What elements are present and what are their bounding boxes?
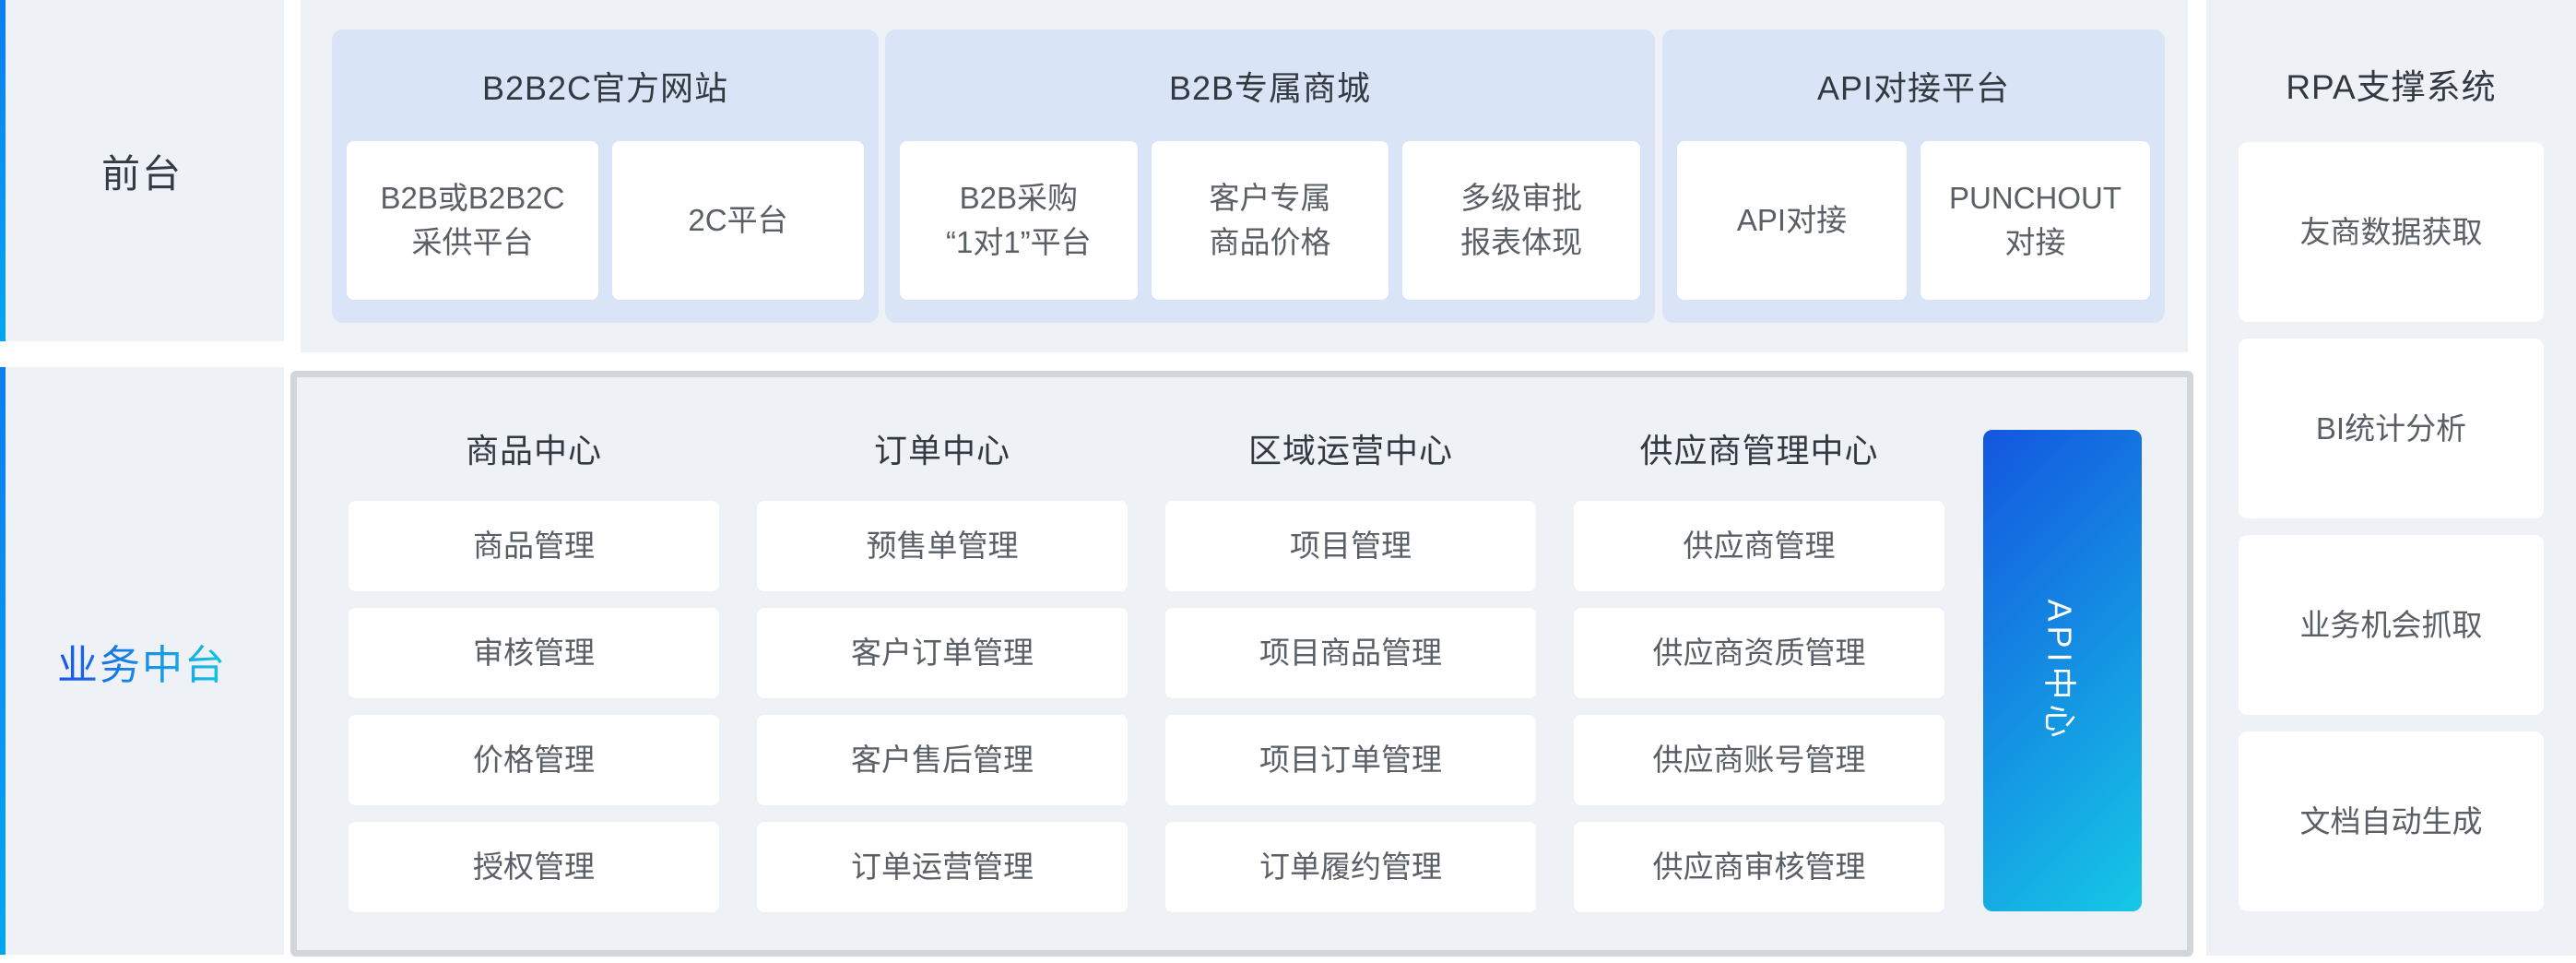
card-price-management: 价格管理 xyxy=(349,715,719,805)
card-api-connect: API对接 xyxy=(1677,141,1907,300)
group-api-platform: API对接平台 API对接 PUNCHOUT 对接 xyxy=(1662,30,2165,323)
column-supplier-management-center: 供应商管理中心 供应商管理 供应商资质管理 供应商账号管理 供应商审核管理 xyxy=(1574,377,1944,950)
card-product-management: 商品管理 xyxy=(349,501,719,591)
card-document-auto-generation: 文档自动生成 xyxy=(2239,731,2544,911)
card-supplier-management: 供应商管理 xyxy=(1574,501,1944,591)
card-customer-aftersale-management: 客户售后管理 xyxy=(757,715,1128,805)
group-title-b2b-mall: B2B专属商城 xyxy=(1168,68,1372,107)
card-order-operation-management: 订单运营管理 xyxy=(757,822,1128,912)
card-multilevel-approval-report: 多级审批 报表体现 xyxy=(1402,141,1641,300)
column-order-center: 订单中心 预售单管理 客户订单管理 客户售后管理 订单运营管理 xyxy=(757,377,1128,950)
card-supplier-qualification-management: 供应商资质管理 xyxy=(1574,608,1944,698)
card-customer-order-management: 客户订单管理 xyxy=(757,608,1128,698)
panel-front-stage-content: B2B2C官方网站 B2B或B2B2C 采供平台 2C平台 B2B专属商城 B2… xyxy=(301,0,2188,352)
card-supplier-review-management: 供应商审核管理 xyxy=(1574,822,1944,912)
card-competitor-data-capture: 友商数据获取 xyxy=(2239,142,2544,322)
card-order-fulfillment-management: 订单履约管理 xyxy=(1165,822,1536,912)
card-punchout-connect: PUNCHOUT 对接 xyxy=(1920,141,2150,300)
card-review-management: 审核管理 xyxy=(349,608,719,698)
group-b2b2c-website: B2B2C官方网站 B2B或B2B2C 采供平台 2C平台 xyxy=(332,30,879,323)
middle-stage-label: 业务中台 xyxy=(57,632,227,691)
card-project-management: 项目管理 xyxy=(1165,501,1536,591)
api-center-bar: API中心 xyxy=(1983,430,2142,911)
card-project-order-management: 项目订单管理 xyxy=(1165,715,1536,805)
card-authorization-management: 授权管理 xyxy=(349,822,719,912)
card-supplier-account-management: 供应商账号管理 xyxy=(1574,715,1944,805)
panel-front-stage-label: 前台 xyxy=(0,0,284,341)
middle-stage-accent-bar xyxy=(0,367,6,955)
group-cards-b2b-mall: B2B采购 “1对1”平台 客户专属 商品价格 多级审批 报表体现 xyxy=(885,141,1655,300)
card-b2b-or-b2b2c-platform: B2B或B2B2C 采供平台 xyxy=(347,141,598,300)
group-cards-api-platform: API对接 PUNCHOUT 对接 xyxy=(1662,141,2165,300)
column-title-regional-operation-center: 区域运营中心 xyxy=(1247,432,1453,470)
group-title-api-platform: API对接平台 xyxy=(1816,68,2011,107)
front-stage-label: 前台 xyxy=(100,151,183,196)
column-title-order-center: 订单中心 xyxy=(873,432,1010,470)
card-b2b-1to1-platform: B2B采购 “1对1”平台 xyxy=(900,141,1138,300)
front-stage-accent-bar xyxy=(0,0,6,341)
panel-middle-stage-content: 商品中心 商品管理 审核管理 价格管理 授权管理 订单中心 预售单管理 客户订单… xyxy=(290,371,2193,957)
panel-middle-stage-label: 业务中台 xyxy=(0,367,284,955)
api-center-label: API中心 xyxy=(2041,599,2079,743)
column-product-center: 商品中心 商品管理 审核管理 价格管理 授权管理 xyxy=(349,377,719,950)
card-bi-statistical-analysis: BI统计分析 xyxy=(2239,339,2544,518)
column-regional-operation-center: 区域运营中心 项目管理 项目商品管理 项目订单管理 订单履约管理 xyxy=(1165,377,1536,950)
column-title-supplier-management-center: 供应商管理中心 xyxy=(1639,432,1879,470)
rpa-panel-title: RPA支撑系统 xyxy=(2286,68,2497,106)
group-title-b2b2c-website: B2B2C官方网站 xyxy=(481,68,729,107)
card-project-product-management: 项目商品管理 xyxy=(1165,608,1536,698)
card-business-opportunity-capture: 业务机会抓取 xyxy=(2239,535,2544,715)
group-b2b-mall: B2B专属商城 B2B采购 “1对1”平台 客户专属 商品价格 多级审批 报表体… xyxy=(885,30,1655,323)
group-cards-b2b2c-website: B2B或B2B2C 采供平台 2C平台 xyxy=(332,141,879,300)
panel-rpa-support-system: RPA支撑系统 友商数据获取 BI统计分析 业务机会抓取 文档自动生成 xyxy=(2206,0,2576,956)
card-presale-order-management: 预售单管理 xyxy=(757,501,1128,591)
column-title-product-center: 商品中心 xyxy=(465,432,602,470)
card-customer-exclusive-price: 客户专属 商品价格 xyxy=(1151,141,1389,300)
card-2c-platform: 2C平台 xyxy=(612,141,864,300)
